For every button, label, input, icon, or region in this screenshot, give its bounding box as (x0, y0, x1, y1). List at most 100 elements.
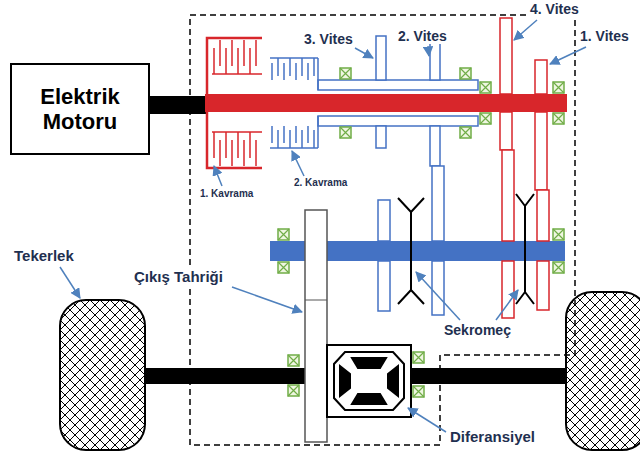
bearing-cross (340, 68, 351, 79)
gear-1-lower (537, 190, 549, 241)
clutch-plate (307, 63, 309, 80)
clutch-plate (289, 58, 291, 76)
leader-line (496, 290, 518, 320)
clutch-plate (317, 58, 319, 90)
bearing-symbol (288, 355, 299, 366)
motor-shaft (150, 96, 208, 114)
bearing-box (413, 386, 424, 397)
clutch-plate (255, 40, 257, 66)
bearing-cross (413, 386, 424, 397)
clutch-plate (219, 40, 221, 66)
bearing-symbol (553, 113, 564, 124)
clutch-plate (219, 140, 221, 166)
clutch-plate (295, 126, 297, 143)
bearing-cross (288, 355, 299, 366)
bearing-symbol (480, 113, 491, 124)
output-label: Çıkış Tahriği (132, 268, 225, 285)
gear-label: 1. Vites (578, 28, 631, 44)
pinion (352, 394, 386, 404)
bearing-box (288, 385, 299, 396)
gear-2-lower (432, 166, 444, 241)
leader-line (550, 47, 586, 64)
clutch-plate (237, 132, 239, 158)
synchronizers (398, 194, 534, 304)
differential-housing (327, 345, 411, 417)
gear-label: 3. Vites (302, 31, 355, 47)
clutch-label: 2. Kavrama (292, 177, 349, 189)
bearing-symbol (553, 82, 564, 93)
bearing-symbol (460, 68, 471, 79)
clutch-1-drum (207, 38, 262, 168)
bearing-box (553, 229, 564, 240)
bearing-symbol (413, 386, 424, 397)
gear-2-upper (430, 126, 440, 166)
clutch-label: 1. Kavrama (198, 188, 255, 200)
bearing-symbol (553, 262, 564, 273)
clutch-plate (277, 58, 279, 76)
clutch-plate (283, 63, 285, 80)
leader-line (232, 287, 302, 312)
bearing-cross (288, 385, 299, 396)
bearings (278, 68, 564, 397)
bearing-box (413, 352, 424, 363)
clutch-2-plates (270, 58, 318, 148)
bearing-box (278, 229, 289, 240)
leader-line (408, 408, 446, 432)
differential-outline (334, 352, 404, 410)
clutch-plate (317, 116, 319, 148)
clutch-plate (301, 130, 303, 148)
bearing-cross (553, 113, 564, 124)
bearing-symbol (278, 229, 289, 240)
side-gear (340, 366, 350, 396)
gear-3-lower (378, 261, 390, 311)
bearing-cross (340, 127, 351, 138)
gear-4-lower (502, 150, 514, 241)
gear-label: 4. Vites (528, 1, 581, 17)
wheel-label: Tekerlek (12, 247, 76, 264)
leader-line (428, 46, 429, 56)
pinion (352, 358, 386, 368)
bearing-box (460, 68, 471, 79)
output-gear-line (305, 300, 327, 301)
clutch-plate (212, 131, 262, 133)
bearing-symbol (413, 352, 424, 363)
clutch-plate (289, 130, 291, 148)
clutch-plate (271, 126, 273, 143)
bearing-symbol (340, 68, 351, 79)
bearing-cross (278, 262, 289, 273)
gear-4-upper (500, 18, 512, 94)
clutch-plate (213, 132, 215, 158)
clutch-plate (283, 126, 285, 143)
bearing-box (553, 82, 564, 93)
input-shaft (205, 94, 567, 112)
bearing-cross (278, 229, 289, 240)
hollow-shaft-top (318, 80, 478, 90)
leader-line (416, 272, 460, 320)
gear-2-lower (432, 261, 444, 315)
clutch-plate (301, 58, 303, 76)
bearing-box (553, 113, 564, 124)
bearing-box (480, 82, 491, 93)
bearing-symbol (278, 262, 289, 273)
leader-line (514, 20, 537, 40)
gear-4-upper (500, 112, 512, 150)
bearing-box (340, 127, 351, 138)
clutch-plate (313, 130, 315, 148)
leader-line (214, 166, 222, 186)
leader-line (355, 48, 373, 58)
clutch-plate (255, 140, 257, 166)
differential-label: Diferansiyel (448, 428, 537, 445)
bearing-cross (413, 352, 424, 363)
bearing-symbol (553, 229, 564, 240)
gear-1-upper (535, 112, 547, 190)
synchronizer (398, 198, 424, 304)
gear-3-upper (376, 126, 386, 148)
output-gear (305, 210, 327, 442)
clutch-plate (307, 126, 309, 143)
clutch-plate (212, 73, 262, 75)
bearing-cross (553, 262, 564, 273)
side-gear (388, 366, 398, 396)
clutch-plate (237, 48, 239, 74)
blue-gears (376, 30, 444, 315)
